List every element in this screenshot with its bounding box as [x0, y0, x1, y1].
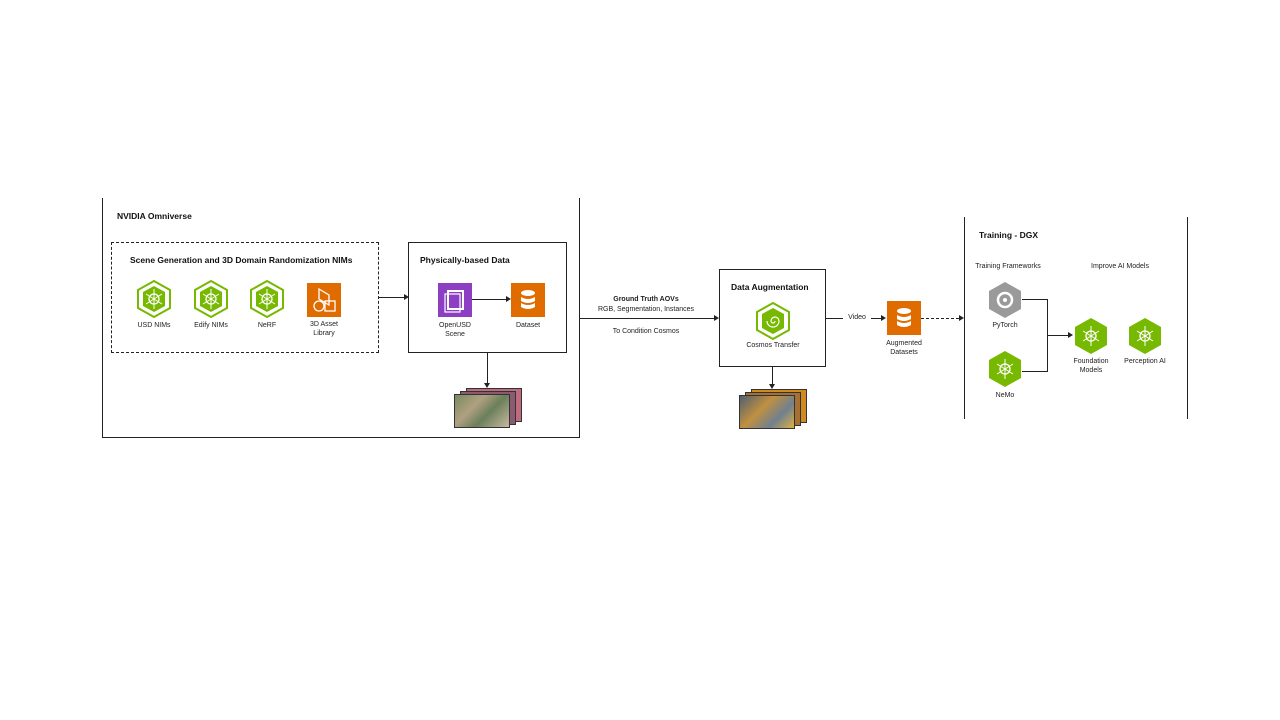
video-label: Video [843, 313, 871, 322]
connector-to-models [1047, 335, 1069, 336]
augmented-datasets-icon [887, 301, 921, 335]
scene-generation-title: Scene Generation and 3D Domain Randomiza… [130, 255, 353, 265]
dataset-label: Dataset [515, 322, 541, 329]
data-augmentation-title: Data Augmentation [731, 282, 809, 292]
pytorch-icon [988, 281, 1022, 319]
rendered-image-stack [454, 388, 524, 430]
nerf-icon [250, 280, 284, 318]
ground-truth-subtitle: RGB, Segmentation, Instances [597, 306, 695, 313]
cosmos-icon [756, 302, 790, 340]
perception-ai-label: Perception AI [1124, 358, 1166, 365]
usd-nims-icon [137, 280, 171, 318]
nemo-icon [988, 350, 1022, 388]
edify-nims-icon [194, 280, 228, 318]
training-frameworks-header: Training Frameworks [975, 263, 1041, 270]
arrowhead [506, 296, 511, 302]
training-frame-left [964, 217, 965, 419]
training-frame-right [1187, 217, 1188, 419]
physical-data-box [408, 242, 567, 353]
augmented-datasets-label: Augmented Datasets [886, 340, 922, 356]
arrowhead [404, 294, 409, 300]
arrowhead [769, 384, 775, 389]
connector-physical-to-images [487, 353, 488, 384]
connector-usd-to-dataset [472, 299, 506, 300]
pytorch-label: PyTorch [992, 322, 1018, 329]
connector-nemo [1022, 371, 1047, 372]
cosmos-transfer-label: Cosmos Transfer [746, 342, 800, 349]
asset-library-label: 3D Asset Library [309, 321, 338, 337]
arrowhead [1068, 332, 1073, 338]
connector-pytorch [1022, 299, 1047, 300]
connector-omniverse-to-augmentation [580, 318, 715, 319]
openusd-icon [438, 283, 472, 317]
omniverse-title: NVIDIA Omniverse [117, 211, 192, 221]
nemo-label: NeMo [995, 392, 1015, 399]
arrowhead [714, 315, 719, 321]
perception-ai-icon [1128, 317, 1162, 355]
physical-data-title: Physically-based Data [420, 255, 510, 265]
usd-nims-label: USD NIMs [137, 322, 171, 329]
asset-library-icon [307, 283, 341, 317]
foundation-models-icon [1074, 317, 1108, 355]
training-title: Training - DGX [979, 230, 1039, 240]
connector-augmentation-to-images [772, 367, 773, 385]
nerf-label: NeRF [257, 322, 277, 329]
foundation-models-label: Foundation Models [1073, 358, 1109, 374]
arrowhead [959, 315, 964, 321]
improve-models-header: Improve AI Models [1091, 263, 1149, 270]
augmented-image-stack [739, 389, 809, 431]
arrowhead [484, 383, 490, 388]
openusd-label: OpenUSD Scene [439, 322, 471, 338]
scene-generation-box [111, 242, 379, 353]
arrowhead [881, 315, 886, 321]
omniverse-frame [102, 198, 580, 438]
dataset-icon [511, 283, 545, 317]
edify-nims-label: Edify NIMs [194, 322, 228, 329]
data-augmentation-box [719, 269, 826, 367]
ground-truth-note: To Condition Cosmos [612, 328, 680, 335]
ground-truth-title: Ground Truth AOVs [613, 296, 679, 303]
connector-scene-to-physical [379, 297, 404, 298]
connector-datasets-to-training [921, 318, 959, 319]
